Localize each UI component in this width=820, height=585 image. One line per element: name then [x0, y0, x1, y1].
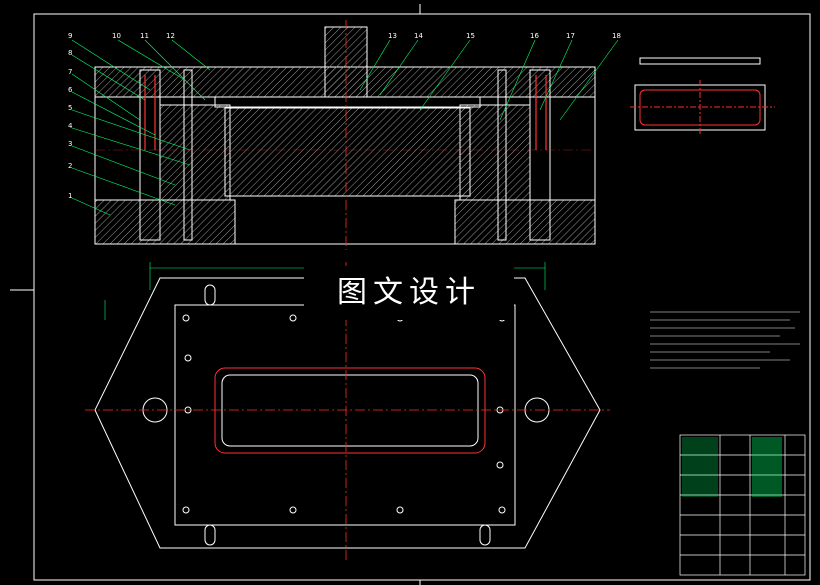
part-number-2: 2 [68, 162, 72, 170]
title-block [679, 434, 806, 576]
section-view [71, 20, 619, 250]
part-number-11: 11 [140, 32, 149, 40]
part-number-7: 7 [68, 68, 72, 76]
part-number-1: 1 [68, 192, 72, 200]
part-number-6: 6 [68, 86, 73, 94]
part-number-18: 18 [612, 32, 621, 40]
part-number-15: 15 [466, 32, 475, 40]
part-number-4: 4 [68, 122, 73, 130]
part-number-10: 10 [112, 32, 121, 40]
watermark-text: 图文设计 [304, 266, 514, 320]
part-number-12: 12 [166, 32, 175, 40]
part-number-16: 16 [530, 32, 539, 40]
part-number-14: 14 [414, 32, 423, 40]
part-number-13: 13 [388, 32, 397, 40]
part-number-17: 17 [566, 32, 575, 40]
detail-view [630, 57, 775, 135]
technical-notes-block [650, 311, 800, 369]
part-number-9: 9 [68, 32, 72, 40]
part-number-8: 8 [68, 49, 72, 57]
part-number-5: 5 [68, 104, 72, 112]
drawing-frame [10, 4, 811, 585]
part-number-3: 3 [68, 140, 72, 148]
